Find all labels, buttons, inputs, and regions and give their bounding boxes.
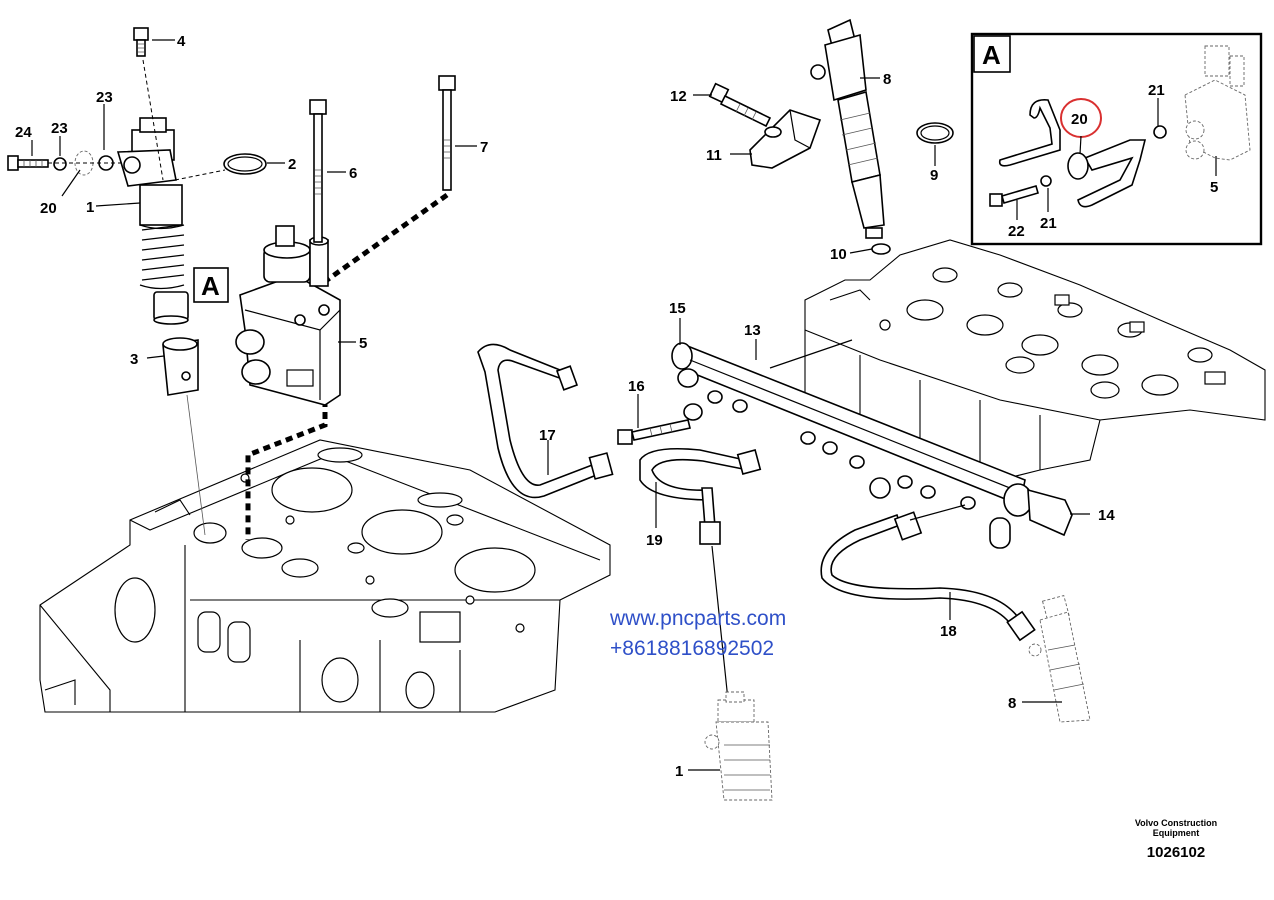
clamp-part-11	[749, 109, 822, 169]
callout-5-inset: 5	[1210, 179, 1218, 196]
alignment-line-bolt-7	[318, 192, 449, 288]
callout-7: 7	[480, 139, 488, 156]
detail-marker-a-inset	[973, 35, 1011, 73]
washer-part-10	[871, 243, 891, 255]
maker-name-line2: Equipment	[1152, 828, 1200, 838]
detail-label-a-inset: A	[982, 40, 1001, 70]
pump-housing-part-5	[235, 225, 341, 406]
pump-element-part-1	[116, 117, 199, 396]
callout-14: 14	[1098, 507, 1115, 524]
callout-11: 11	[706, 147, 722, 164]
detail-marker-a-left	[193, 267, 229, 303]
callout-23-lower: 23	[51, 120, 68, 137]
fuel-rail-part-13	[671, 339, 1026, 507]
bolt-part-12	[708, 82, 772, 128]
bolt-part-7	[438, 75, 456, 191]
callout-21-lower: 21	[1040, 215, 1057, 232]
callout-8: 8	[883, 71, 891, 88]
callout-10: 10	[830, 246, 847, 263]
o-ring-part-2-inner	[227, 156, 263, 172]
callout-24: 24	[15, 124, 32, 141]
callout-15: 15	[669, 300, 686, 317]
watermark: www.pncparts.com +8618816892502	[610, 604, 786, 664]
callout-19: 19	[646, 532, 663, 549]
callout-6: 6	[349, 165, 357, 182]
plug-part-15	[677, 368, 699, 388]
callout-1: 1	[86, 199, 94, 216]
callout-4: 4	[177, 33, 186, 50]
o-ring-part-9-inner	[920, 125, 950, 141]
alignment-line-oring-2	[174, 169, 226, 181]
callout-20-inset: 20	[1071, 111, 1088, 128]
alignment-line-tappet-3	[186, 394, 206, 536]
bolt-part-6	[309, 99, 327, 243]
pump-element-part-1-installed	[704, 691, 773, 801]
washer-part-23-left	[53, 157, 67, 171]
callout-2: 2	[288, 156, 296, 173]
rail-fittings	[683, 390, 976, 510]
callout-9: 9	[930, 167, 938, 184]
callout-18: 18	[940, 623, 957, 640]
bolt-part-4	[133, 27, 149, 57]
alignment-line-bolt-4	[142, 59, 164, 181]
drawing-number: 1026102	[1146, 844, 1206, 861]
callout-labels: 1 1 2 3 4 5 5 6 7 8 8 9 10 11 12 13 14 1…	[15, 33, 1218, 780]
callout-3: 3	[130, 351, 138, 368]
watermark-phone: +8618816892502	[610, 637, 775, 660]
callout-1-lower: 1	[675, 763, 683, 780]
callout-23-upper: 23	[96, 89, 113, 106]
callout-21-upper: 21	[1148, 82, 1165, 99]
drawing-footer: Volvo Construction Equipment 1026102	[1112, 818, 1240, 861]
bolt-part-16	[617, 419, 691, 445]
bolt-part-24	[7, 155, 49, 171]
callout-20: 20	[40, 200, 57, 217]
callout-16: 16	[628, 378, 645, 395]
fuel-pipe-part-18	[820, 504, 1036, 642]
injector-part-8-installed	[1028, 594, 1091, 723]
cylinder-head-right	[804, 239, 1266, 481]
watermark-url: www.pncparts.com	[610, 607, 787, 630]
callout-8-lower: 8	[1008, 695, 1016, 712]
detail-label-a-left: A	[201, 271, 220, 301]
engine-block-left	[39, 439, 611, 713]
callout-22: 22	[1008, 223, 1025, 240]
pressure-sensor-part-14	[989, 483, 1073, 549]
injector-part-8	[810, 18, 885, 239]
callout-13: 13	[744, 322, 761, 339]
leader-lines	[31, 39, 1217, 771]
alignment-line-pump-5	[245, 400, 328, 540]
callout-5: 5	[359, 335, 367, 352]
callout-17: 17	[539, 427, 556, 444]
fuel-pipe-part-17	[477, 343, 614, 499]
callout-12: 12	[670, 88, 687, 105]
detail-view-a	[970, 32, 1263, 246]
fuel-pipe-part-19	[639, 447, 762, 701]
maker-name-line1: Volvo Construction	[1134, 818, 1218, 828]
